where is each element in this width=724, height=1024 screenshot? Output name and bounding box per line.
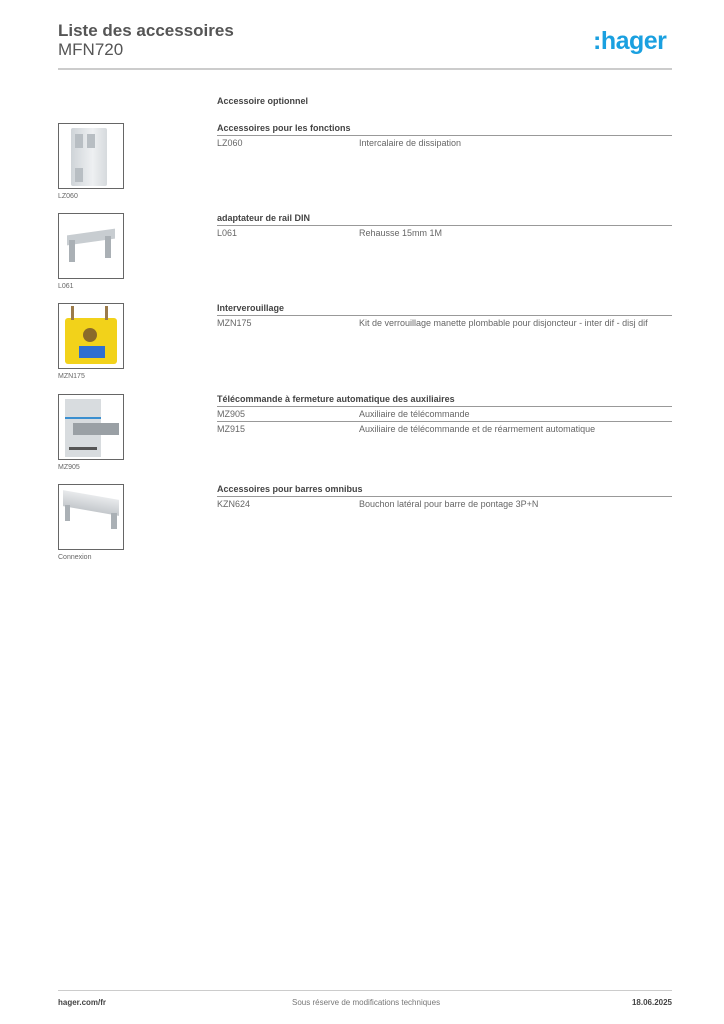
description: Auxiliaire de télécommande: [359, 409, 470, 419]
footer-website-link[interactable]: hager.com/fr: [58, 998, 107, 1007]
table-row: MZ915 Auxiliaire de télécommande et de r…: [217, 422, 672, 436]
accessory-group: adaptateur de rail DIN L061 Rehausse 15m…: [217, 213, 672, 240]
table-row: L061 Rehausse 15mm 1M: [217, 226, 672, 240]
group-title: Télécommande à fermeture automatique des…: [217, 394, 672, 407]
optional-accessory-heading: Accessoire optionnel: [217, 96, 309, 106]
footer-divider: [58, 990, 672, 991]
image-caption: L061: [58, 283, 74, 290]
image-caption: MZ905: [58, 464, 80, 471]
accessory-section: MZN175 Interverouillage MZN175 Kit de ve…: [0, 303, 724, 393]
group-title: Accessoires pour les fonctions: [217, 123, 672, 136]
accessory-group: Interverouillage MZN175 Kit de verrouill…: [217, 303, 672, 330]
accessory-section: LZ060 Accessoires pour les fonctions LZ0…: [0, 123, 724, 213]
product-image-l061: [58, 213, 124, 279]
table-row: MZN175 Kit de verrouillage manette plomb…: [217, 316, 672, 330]
image-caption: Connexion: [58, 554, 92, 561]
group-title: Accessoires pour barres omnibus: [217, 484, 672, 497]
product-reference: MFN720: [58, 40, 124, 59]
group-title: adaptateur de rail DIN: [217, 213, 672, 226]
description: Intercalaire de dissipation: [359, 138, 462, 148]
page-title: Liste des accessoires: [58, 21, 234, 40]
footer-date: 18.06.2025: [631, 998, 672, 1007]
reference: LZ060: [217, 138, 243, 148]
description: Auxiliaire de télécommande et de réarmem…: [359, 424, 596, 434]
table-row: LZ060 Intercalaire de dissipation: [217, 136, 672, 150]
accessory-section: L061 adaptateur de rail DIN L061 Rehauss…: [0, 213, 724, 303]
hager-logo: :hager: [593, 27, 667, 55]
description: Rehausse 15mm 1M: [359, 228, 443, 238]
accessory-group: Télécommande à fermeture automatique des…: [217, 394, 672, 436]
reference: MZN175: [217, 318, 252, 328]
group-title: Interverouillage: [217, 303, 672, 316]
product-image-mz905: [58, 394, 124, 460]
product-image-lz060: [58, 123, 124, 189]
reference: L061: [217, 228, 238, 238]
table-row: MZ905 Auxiliaire de télécommande: [217, 407, 672, 422]
reference: MZ905: [217, 409, 246, 419]
product-image-mzn175: [58, 303, 124, 369]
accessory-section: Connexion Accessoires pour barres omnibu…: [0, 484, 724, 574]
description: Bouchon latéral pour barre de pontage 3P…: [359, 499, 539, 509]
header-divider: [58, 68, 672, 70]
description: Kit de verrouillage manette plombable po…: [359, 318, 648, 328]
accessory-group: Accessoires pour les fonctions LZ060 Int…: [217, 123, 672, 150]
table-row: KZN624 Bouchon latéral pour barre de pon…: [217, 497, 672, 511]
footer-notice: Sous réserve de modifications techniques: [292, 998, 441, 1007]
product-image-connexion: [58, 484, 124, 550]
image-caption: LZ060: [58, 193, 78, 200]
accessory-group: Accessoires pour barres omnibus KZN624 B…: [217, 484, 672, 511]
reference: KZN624: [217, 499, 251, 509]
accessory-section: MZ905 Télécommande à fermeture automatiq…: [0, 394, 724, 484]
reference: MZ915: [217, 424, 246, 434]
image-caption: MZN175: [58, 373, 85, 380]
